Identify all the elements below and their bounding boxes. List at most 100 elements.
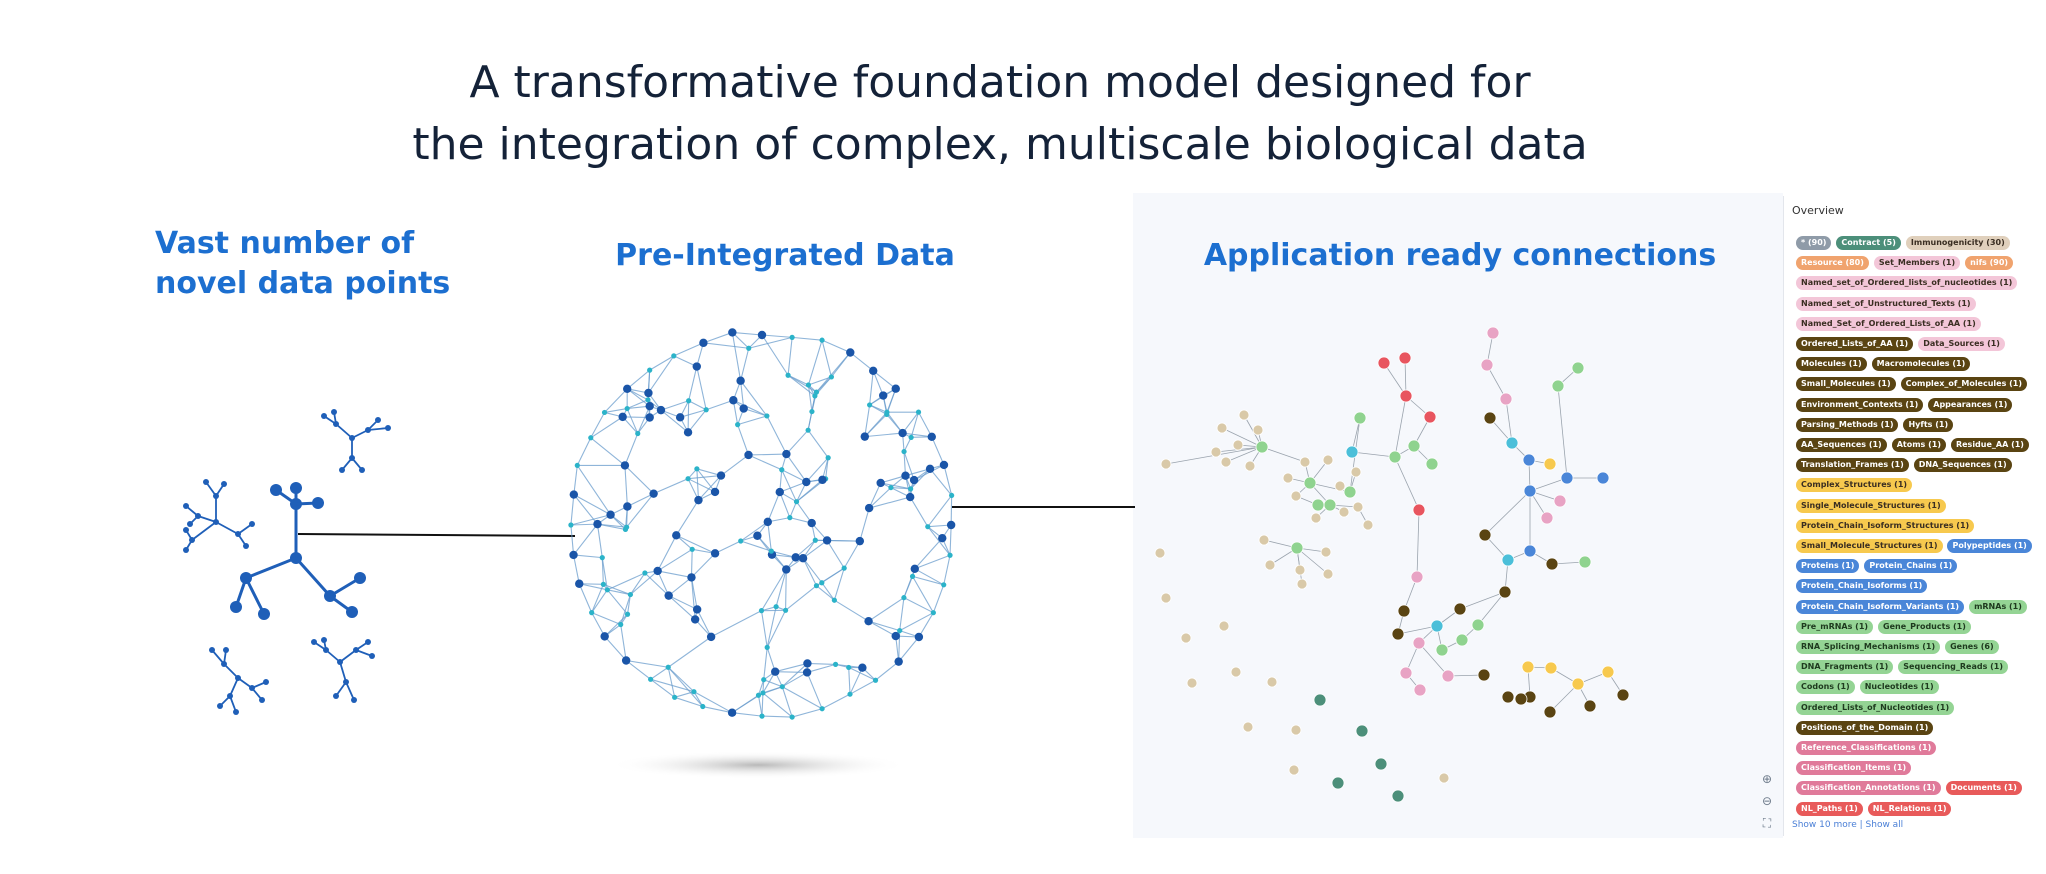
sphere-edge (864, 411, 888, 437)
sphere-edge (692, 548, 716, 554)
molecule-node (203, 479, 209, 485)
overview-tag[interactable]: Single_Molecule_Structures (1) (1796, 498, 1946, 513)
overview-tag[interactable]: Resource (80) (1796, 256, 1869, 271)
overview-tag[interactable]: * (90) (1796, 236, 1832, 250)
overview-tag[interactable]: Nucleotides (1) (1859, 680, 1939, 695)
molecule-node (311, 639, 317, 645)
overview-tag[interactable]: Data_Sources (1) (1918, 337, 2005, 351)
overview-tag[interactable]: Protein_Chain_Isoform_Structures (1) (1796, 518, 1975, 533)
overview-tag[interactable]: DNA_Fragments (1) (1796, 660, 1894, 675)
sphere-edge (748, 336, 793, 349)
overview-tag[interactable]: Pre_mRNAs (1) (1796, 619, 1874, 634)
overview-tag[interactable]: Named_Set_of_Ordered_Lists_of_AA (1) (1796, 316, 1981, 331)
sphere-edge (787, 374, 809, 386)
overview-tag[interactable]: Translation_Frames (1) (1796, 458, 1909, 473)
sphere-edge (816, 352, 851, 393)
overview-tag[interactable]: Complex_Structures (1) (1796, 478, 1913, 493)
sphere-edge (690, 577, 698, 610)
overview-tag[interactable]: Protein_Chain_Isoforms (1) (1796, 579, 1928, 594)
zoom-in-icon[interactable]: ⊕ (1761, 772, 1773, 786)
sphere-node (649, 489, 658, 498)
overview-tag[interactable]: nifs (90) (1965, 256, 2014, 271)
overview-tag[interactable]: Complex_of_Molecules (1) (1900, 377, 2028, 392)
sphere-node (805, 382, 812, 388)
overview-tag[interactable]: Atoms (1) (1891, 438, 1946, 452)
sphere-edge (691, 552, 716, 578)
overview-tag[interactable]: Ordered_Lists_of_AA (1) (1796, 337, 1914, 351)
overview-tag[interactable]: Named_set_of_Unstructured_Texts (1) (1796, 296, 1976, 311)
molecule-node (233, 709, 239, 715)
zoom-out-icon[interactable]: ⊖ (1761, 794, 1773, 808)
show-more-link[interactable]: Show 10 more | Show all (1792, 820, 1904, 830)
sphere-edge (626, 399, 649, 410)
sphere-node (645, 413, 654, 422)
heading-application-ready-connections: Application ready connections (1203, 238, 1717, 273)
overview-tag[interactable]: mRNAs (1) (1969, 599, 2027, 614)
overview-tag[interactable]: Immunogenicity (30) (1905, 236, 2010, 250)
overview-tag[interactable]: Hyfts (1) (1903, 417, 1954, 432)
sphere-edge (796, 479, 823, 503)
overview-tag[interactable]: Classification_Items (1) (1796, 761, 1912, 776)
molecule-node (290, 482, 302, 494)
overview-tag[interactable]: AA_Sequences (1) (1796, 438, 1887, 452)
sphere-node (841, 565, 847, 571)
sphere-edge (573, 554, 603, 559)
overview-tag[interactable]: Molecules (1) (1796, 357, 1867, 372)
overview-tag[interactable]: Macromolecules (1) (1871, 357, 1971, 372)
sphere-node (759, 713, 765, 719)
sphere-node (864, 616, 873, 626)
sphere-edge (814, 376, 832, 397)
overview-tag[interactable]: Residue_AA (1) (1950, 438, 2029, 452)
overview-tag[interactable]: Small_Molecules (1) (1796, 377, 1896, 392)
sphere-node (819, 337, 825, 343)
overview-tag[interactable]: Ordered_Lists_of_Nucleotides (1) (1796, 700, 1955, 715)
sphere-edge (650, 678, 675, 698)
sphere-edge (607, 589, 631, 596)
overview-tag[interactable]: Sequencing_Reads (1) (1898, 660, 2009, 675)
sphere-edge (941, 524, 952, 539)
sphere-edge (835, 663, 863, 669)
overview-tag[interactable]: Set_Members (1) (1873, 256, 1961, 271)
overview-tag[interactable]: Named_set_of_Ordered_lists_of_nucleotide… (1796, 276, 2018, 291)
overview-tag[interactable]: Documents (1) (1945, 781, 2022, 796)
overview-tag[interactable]: Appearances (1) (1928, 397, 2013, 412)
overview-tag[interactable]: Genes (6) (1945, 640, 1999, 654)
sphere-edge (714, 540, 741, 554)
sphere-node (761, 677, 767, 683)
sphere-edge (760, 610, 768, 648)
sphere-edge (647, 399, 662, 411)
overview-tag[interactable]: Environment_Contexts (1) (1796, 397, 1924, 412)
sphere-edge (886, 388, 897, 415)
overview-tag[interactable]: Contract (5) (1836, 236, 1901, 250)
molecule-node (235, 675, 241, 681)
overview-tag[interactable]: Protein_Chain_Isoform_Variants (1) (1796, 599, 1965, 614)
overview-tag[interactable]: DNA_Sequences (1) (1913, 458, 2012, 473)
overview-tag[interactable]: Positions_of_the_Domain (1) (1796, 720, 1934, 735)
overview-tag[interactable]: Polypeptides (1) (1947, 539, 2032, 553)
sphere-edge (806, 478, 826, 483)
sphere-edge (626, 408, 639, 434)
sphere-edge (880, 482, 911, 490)
sphere-node (729, 396, 738, 405)
sphere-edge (647, 370, 651, 394)
overview-tag[interactable]: Codons (1) (1796, 680, 1855, 695)
graph-view-panel[interactable] (1133, 193, 1783, 838)
sphere-edge (781, 469, 807, 483)
molecule-bond (251, 687, 263, 701)
overview-tag[interactable]: Classification_Annotations (1) (1796, 781, 1941, 796)
overview-tag[interactable]: Protein_Chains (1) (1864, 559, 1958, 574)
overview-tag[interactable]: Parsing_Methods (1) (1796, 417, 1899, 432)
sphere-edge (740, 540, 772, 552)
sphere-edge (748, 454, 782, 471)
overview-tag[interactable]: Proteins (1) (1796, 559, 1860, 574)
sphere-edge (766, 647, 776, 672)
overview-tag[interactable]: Small_Molecule_Structures (1) (1796, 539, 1943, 553)
overview-tag[interactable]: Reference_Classifications (1) (1796, 741, 1937, 755)
sphere-edge (787, 374, 816, 397)
fit-to-screen-icon[interactable]: ⛶ (1762, 816, 1772, 830)
overview-tag[interactable]: NL_Relations (1) (1867, 801, 1952, 816)
overview-tag[interactable]: RNA_Splicing_Mechanisms (1) (1796, 640, 1941, 654)
overview-tag[interactable]: NL_Paths (1) (1796, 801, 1863, 816)
overview-tag[interactable]: Gene_Products (1) (1878, 619, 1971, 634)
sphere-edge (821, 582, 835, 601)
